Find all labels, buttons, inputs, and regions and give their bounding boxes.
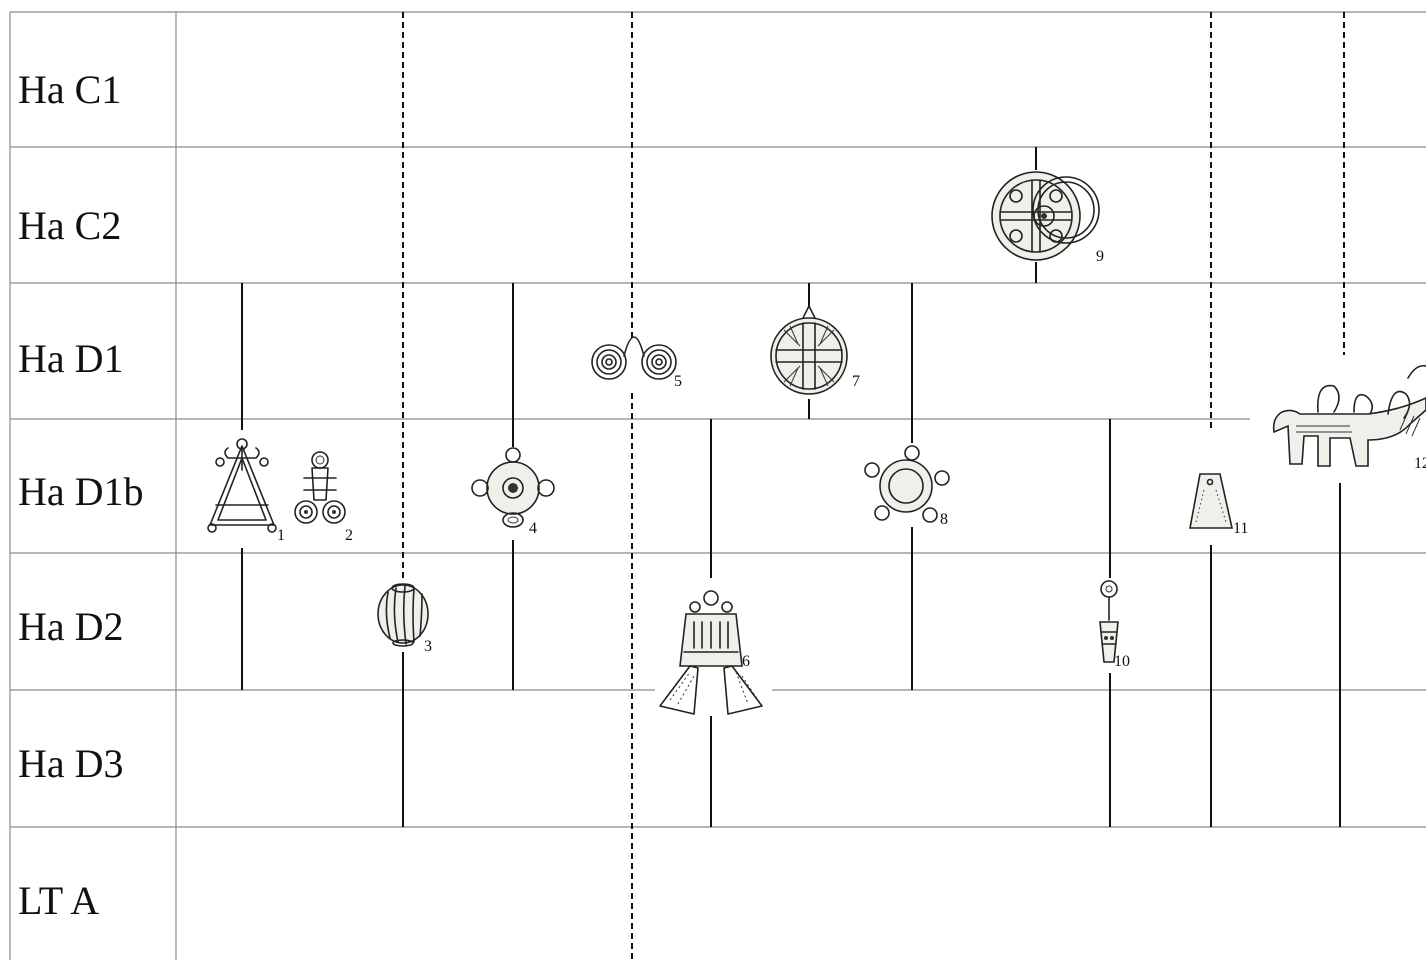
- period-label-ha-d1: Ha D1: [18, 336, 124, 381]
- item-number-4: 4: [529, 520, 537, 537]
- item-number-2: 2: [345, 527, 353, 544]
- item-number-10: 10: [1114, 653, 1130, 670]
- trapezoid-plate-pendant-icon: [1190, 474, 1232, 528]
- animal-figure-pendant-icon: [1274, 366, 1426, 466]
- period-label-ha-d1b: Ha D1b: [18, 469, 144, 514]
- period-label-lt-a: LT A: [18, 878, 99, 923]
- ribbed-bead-pendant-icon: [378, 584, 428, 646]
- period-label-ha-c1: Ha C1: [18, 67, 121, 112]
- openwork-disc-and-ring-icon: [992, 172, 1099, 260]
- item-number-5: 5: [674, 373, 682, 390]
- ring-with-knobs-pendant-icon: [865, 446, 949, 522]
- period-labels: Ha C1 Ha C2 Ha D1 Ha D1b Ha D2 Ha D3 LT …: [18, 67, 144, 923]
- cross-disc-pendant-icon: [771, 306, 847, 394]
- period-label-ha-d2: Ha D2: [18, 604, 124, 649]
- item-number-7: 7: [852, 373, 860, 390]
- item-number-12: 12: [1414, 455, 1426, 472]
- period-label-ha-d3: Ha D3: [18, 741, 124, 786]
- period-label-ha-c2: Ha C2: [18, 203, 121, 248]
- dating-range-lines: [242, 12, 1344, 960]
- item-number-11: 11: [1233, 520, 1248, 537]
- item-number-6: 6: [742, 653, 750, 670]
- small-bucket-pendant-icon: [1100, 581, 1118, 662]
- item-number-3: 3: [424, 638, 432, 655]
- item-number-9: 9: [1096, 248, 1104, 265]
- item-number-1: 1: [277, 527, 285, 544]
- double-spiral-pendant-icon: [592, 337, 676, 379]
- triangular-anthropomorphic-pendant-icon: [208, 439, 276, 532]
- double-spiral-figure-pendant-icon: [295, 452, 345, 523]
- item-number-8: 8: [940, 511, 948, 528]
- four-lobed-ring-pendant-icon: [472, 448, 554, 527]
